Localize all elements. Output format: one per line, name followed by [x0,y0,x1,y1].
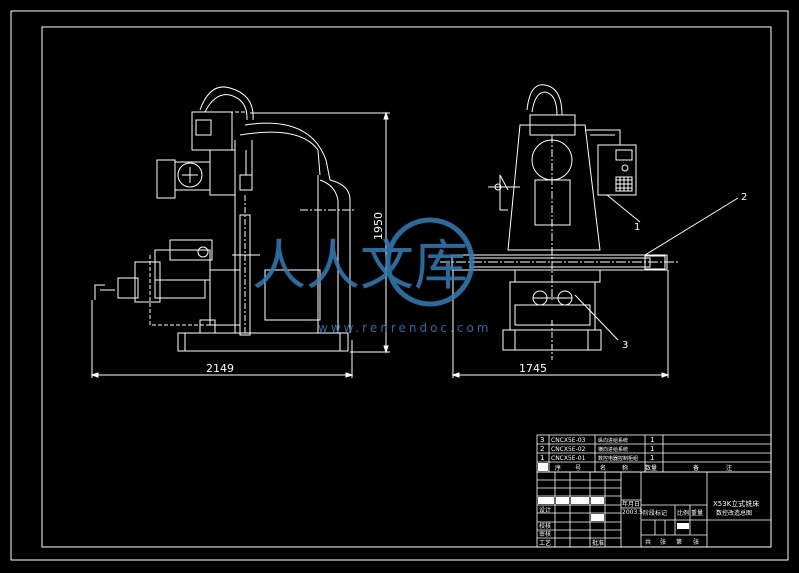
label-weight: 重量 [691,509,703,517]
parts-row-1-name: 数控电器控制柜组 [598,455,638,462]
parts-header-name: 名 [600,464,606,472]
parts-row-2-no: 2 [540,445,544,453]
label-ymd: 年月日 [622,500,640,508]
callout-2: 2 [741,192,747,203]
dim-side-width: 2149 [206,362,234,375]
callout-1: 1 [634,222,640,233]
drawing-date: 2003.5 [622,509,643,516]
watermark-url: www.renrendoc.com [318,321,491,335]
parts-row-3-code: CNCX5E-03 [551,437,586,444]
watermark-logo-text: 人人文库 [252,234,468,297]
side-view [90,86,390,378]
parts-list: 3 CNCX5E-03 纵向进给系统 1 2 CNCX5E-02 横向进给系统 … [540,436,732,472]
parts-header-qty: 数量 [645,464,657,472]
parts-row-3-name: 纵向进给系统 [598,437,628,444]
parts-row-1-no: 1 [540,454,544,462]
title-block: X53K立式铣床 数控改造总图 2003.5 年月日 设计 校核 审核 工艺 批… [539,499,759,547]
label-stage-mark: 阶段标记 [643,509,667,517]
parts-header-name2: 称 [622,464,628,472]
parts-header-seq: 序 [555,464,561,472]
drawing-title-line1: X53K立式铣床 [713,499,759,508]
outer-border [10,10,789,561]
label-scale: 比例 [677,509,689,517]
parts-row-1-qty: 1 [650,454,654,462]
label-sheet-no: 第 [676,538,682,546]
parts-row-1-code: CNCX5E-01 [551,455,586,462]
parts-row-3-qty: 1 [650,436,654,444]
label-process: 工艺 [539,539,551,547]
parts-row-2-qty: 1 [650,445,654,453]
parts-row-2-name: 横向进给系统 [598,446,628,453]
parts-header-remark: 备 [693,464,699,472]
dim-front-width: 1745 [519,362,547,375]
title-block-fills [538,463,689,529]
front-view [440,84,739,378]
title-block-lines [536,434,772,548]
dim-height: 1950 [372,212,385,240]
parts-header-no: 号 [575,465,581,472]
label-design: 设计 [539,506,551,514]
label-sheet-total: 共 [645,538,651,546]
label-sheet: 张 [660,538,666,546]
label-review: 审核 [539,530,551,538]
callout-3: 3 [622,340,628,351]
label-approve: 批准 [592,539,604,547]
drawing-title-line2: 数控改造总图 [716,509,752,517]
label-check: 校核 [539,522,551,530]
label-sheet2: 张 [693,538,699,546]
watermark: 人人文库 www.renrendoc.com [252,217,491,335]
parts-row-2-code: CNCX5E-02 [551,446,586,453]
parts-header-remark2: 注 [726,464,732,472]
inner-frame [41,26,772,548]
parts-row-3-no: 3 [540,436,544,444]
